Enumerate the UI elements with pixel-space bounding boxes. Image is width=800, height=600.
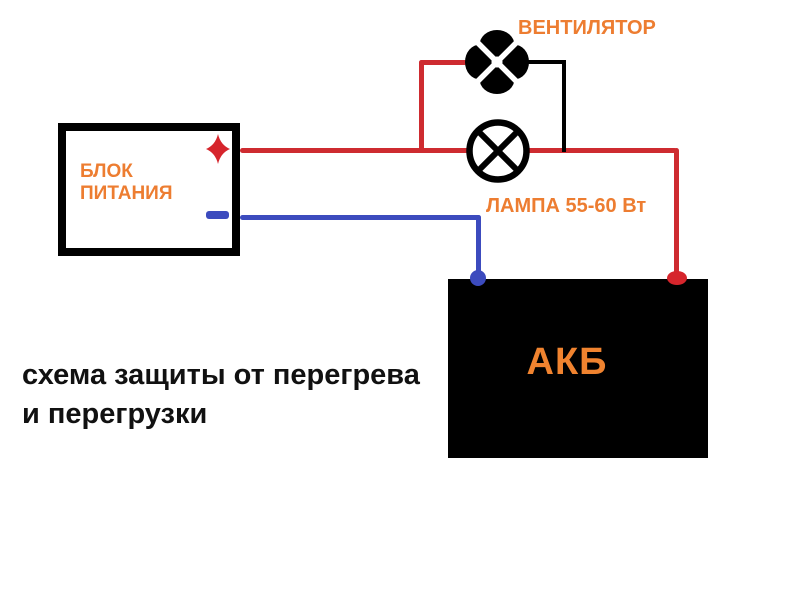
- battery-label: АКБ: [526, 341, 608, 383]
- fan-label: ВЕНТИЛЯТОР: [518, 17, 656, 39]
- blue-wire-horizontal: [240, 215, 481, 220]
- power-supply-label-line2: ПИТАНИЯ: [80, 183, 173, 204]
- power-supply-label-line1: БЛОК: [80, 161, 133, 182]
- caption: схема защиты от перегрева и перегрузки: [22, 356, 420, 434]
- power-supply-label: БЛОК ПИТАНИЯ: [80, 161, 172, 205]
- caption-line1: схема защиты от перегрева: [22, 359, 420, 391]
- red-wire-fan-branch-horizontal: [419, 60, 467, 65]
- power-supply-box: [58, 123, 240, 256]
- fan-icon: [461, 26, 533, 103]
- blue-terminal-dot: [470, 270, 486, 286]
- red-wire-battery-vertical: [674, 148, 679, 280]
- black-wire-fan-horizontal: [527, 60, 566, 64]
- plus-terminal-icon: [205, 133, 231, 170]
- caption-line2: и перегрузки: [22, 398, 208, 430]
- minus-terminal-icon: [206, 211, 229, 219]
- lamp-label: ЛАМПА 55-60 Вт: [486, 195, 647, 217]
- lamp-icon: [463, 116, 533, 191]
- red-wire-fan-branch-vertical: [419, 60, 424, 152]
- blue-wire-vertical: [476, 215, 481, 279]
- battery-box: АКБ: [448, 279, 708, 458]
- red-wire-main: [240, 148, 677, 153]
- red-terminal-dot: [667, 271, 687, 285]
- black-wire-fan-vertical: [562, 60, 566, 152]
